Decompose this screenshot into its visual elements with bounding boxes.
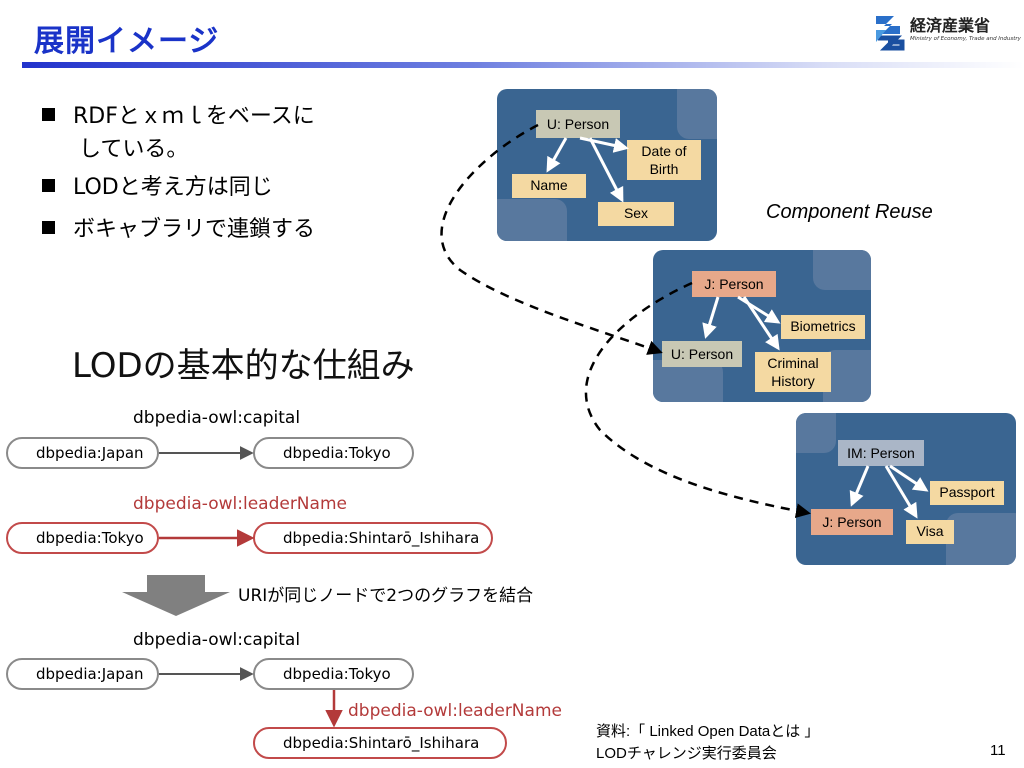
bullet-square-icon <box>42 179 55 192</box>
node-passport: Passport <box>930 481 1004 505</box>
bullet-text: RDFとｘｍｌをベースに <box>73 104 315 129</box>
node-dbpedia-shintaro-ishihara: dbpedia:Shintarō_Ishihara <box>253 522 493 554</box>
node-u-person: U: Person <box>662 341 742 367</box>
panel1-arrows <box>546 136 629 203</box>
node-j-person: J: Person <box>692 271 776 297</box>
node-dbpedia-tokyo: dbpedia:Tokyo <box>253 437 414 469</box>
bullet-item: LODと考え方は同じ <box>42 172 273 204</box>
node-name: Name <box>512 174 586 198</box>
source-line-2: LODチャレンジ実行委員会 <box>596 745 777 762</box>
slide-title: 展開イメージ <box>34 24 220 59</box>
predicate-capital: dbpedia-owl:capital <box>133 408 301 428</box>
node-dbpedia-shintaro-ishihara: dbpedia:Shintarō_Ishihara <box>253 727 507 759</box>
lod-title: LODの基本的な仕組み <box>72 346 415 386</box>
merge-down-arrow-icon <box>122 575 230 616</box>
source-line-1: 資料:「 Linked Open Dataとは 」 <box>596 723 820 740</box>
panel-decoration <box>497 199 567 241</box>
panel-decoration <box>813 250 871 290</box>
node-im-person: IM: Person <box>838 440 924 466</box>
title-underline <box>22 62 1024 68</box>
bullet-item: ボキャブラリで連鎖する <box>42 214 315 246</box>
panel-decoration <box>823 350 871 402</box>
node-j-person: J: Person <box>811 509 893 535</box>
node-criminal-history: Criminal History <box>755 352 831 392</box>
bullet-text-continued: している。 <box>79 137 189 162</box>
bullet-square-icon <box>42 221 55 234</box>
node-dbpedia-japan: dbpedia:Japan <box>6 437 159 469</box>
predicate-leadername: dbpedia-owl:leaderName <box>348 701 562 721</box>
panel-decoration <box>677 89 717 139</box>
page-number: 11 <box>990 742 1006 759</box>
node-dbpedia-tokyo: dbpedia:Tokyo <box>6 522 159 554</box>
merge-label: URIが同じノードで2つのグラフを結合 <box>238 586 534 606</box>
node-u-person: U: Person <box>536 110 620 138</box>
node-dbpedia-japan: dbpedia:Japan <box>6 658 159 690</box>
dashed-connector-2 <box>584 281 811 519</box>
meti-logo-icon <box>876 16 905 51</box>
predicate-capital: dbpedia-owl:capital <box>133 630 301 650</box>
panel-decoration <box>946 513 1016 565</box>
panel-decoration <box>796 413 836 453</box>
panel2-arrows <box>702 295 781 351</box>
node-biometrics: Biometrics <box>781 315 865 339</box>
bullet-text: LODと考え方は同じ <box>73 175 273 200</box>
node-dbpedia-tokyo: dbpedia:Tokyo <box>253 658 414 690</box>
node-date-of-birth: Date of Birth <box>627 140 701 180</box>
bullet-text: ボキャブラリで連鎖する <box>73 217 316 242</box>
node-visa: Visa <box>906 520 954 544</box>
node-sex: Sex <box>598 202 674 226</box>
panel-decoration <box>653 360 723 402</box>
dashed-connector-1 <box>440 123 663 355</box>
predicate-leadername: dbpedia-owl:leaderName <box>133 494 347 514</box>
panel3-arrows <box>849 464 929 519</box>
logo-subtitle: Ministry of Economy, Trade and Industry <box>910 36 1021 42</box>
component-reuse-label: Component Reuse <box>766 201 933 223</box>
bullet-square-icon <box>42 108 55 121</box>
bullet-item: RDFとｘｍｌをベースに <box>42 101 315 133</box>
logo-name: 経済産業省 <box>910 16 991 35</box>
